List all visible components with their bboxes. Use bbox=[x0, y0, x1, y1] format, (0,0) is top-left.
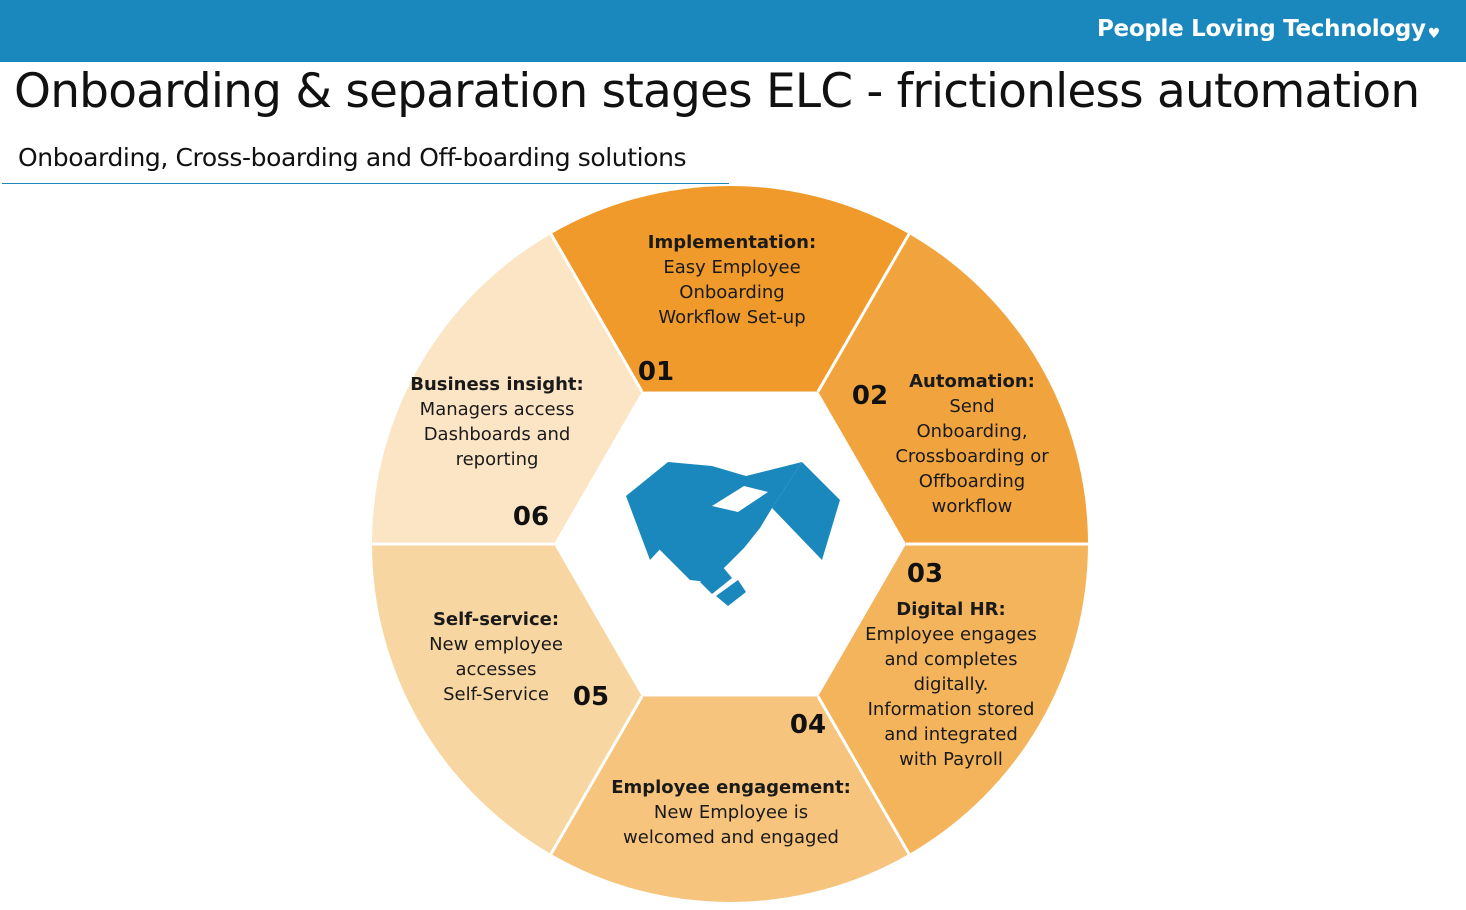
stage-03-heading: Digital HR: bbox=[896, 599, 1005, 620]
stage-01-line: Workflow Set-up bbox=[658, 307, 805, 328]
tagline-text: People Loving Technology bbox=[1096, 16, 1426, 42]
header-bar: People Loving Technology♥ bbox=[0, 0, 1466, 62]
stage-03-line: Employee engages bbox=[865, 624, 1037, 645]
segment-divider bbox=[549, 233, 644, 393]
segment-divider bbox=[549, 695, 644, 855]
stage-03-label: Digital HR: Employee engages and completes… bbox=[865, 559, 1037, 770]
heart-icon: ♥ bbox=[1427, 26, 1441, 42]
segment-03 bbox=[818, 544, 1088, 855]
stage-01-heading: Implementation: bbox=[648, 232, 816, 253]
stage-06-line: Dashboards and bbox=[424, 424, 571, 445]
tagline: People Loving Technology♥ bbox=[1097, 16, 1440, 42]
stage-03-line: and integrated bbox=[884, 724, 1018, 745]
stage-01-number: 01 bbox=[638, 357, 674, 387]
segment-04 bbox=[551, 696, 909, 902]
stage-01-line: Onboarding bbox=[679, 282, 784, 303]
stage-01-line: Easy Employee bbox=[663, 257, 800, 278]
stage-04-number: 04 bbox=[790, 710, 826, 740]
stage-06-number: 06 bbox=[513, 502, 549, 532]
stage-05-heading: Self-service: bbox=[433, 609, 559, 630]
stage-02-heading: Automation: bbox=[909, 371, 1035, 392]
stage-04-line: New Employee is bbox=[654, 802, 808, 823]
stage-03-text: Digital HR: Employee engages and completes… bbox=[865, 599, 1037, 770]
page-title: Onboarding & separation stages ELC - fri… bbox=[14, 64, 1420, 119]
stage-05-number: 05 bbox=[573, 682, 609, 712]
stage-06-line: reporting bbox=[456, 449, 539, 470]
segment-06 bbox=[372, 233, 642, 545]
segment-01 bbox=[551, 185, 909, 392]
stage-04-line: welcomed and engaged bbox=[623, 827, 839, 848]
stage-02-line: workflow bbox=[932, 496, 1013, 517]
stage-06-line: Managers access bbox=[420, 399, 575, 420]
stage-04-label: Employee engagement: New Employee is welco… bbox=[611, 710, 851, 848]
stage-04-text: Employee engagement: New Employee is welco… bbox=[611, 777, 851, 848]
stage-06-heading: Business insight: bbox=[410, 374, 584, 395]
segment-dividers bbox=[372, 233, 1088, 855]
stage-03-line: with Payroll bbox=[899, 749, 1003, 770]
stage-02-number: 02 bbox=[852, 381, 888, 411]
stage-02-line: Crossboarding or bbox=[895, 446, 1049, 467]
stage-02-line: Onboarding, bbox=[916, 421, 1027, 442]
stage-05-line: Self-Service bbox=[443, 684, 549, 705]
stage-05-line: accesses bbox=[455, 659, 536, 680]
stage-03-line: digitally. bbox=[914, 674, 989, 695]
subtitle-divider bbox=[2, 183, 729, 184]
stage-04-heading: Employee engagement: bbox=[611, 777, 851, 798]
segment-divider bbox=[816, 695, 911, 855]
stage-05-line: New employee bbox=[429, 634, 563, 655]
stage-02-line: Send bbox=[949, 396, 994, 417]
segment-05 bbox=[372, 544, 642, 855]
segment-divider bbox=[816, 233, 911, 393]
cycle-segments bbox=[372, 185, 1088, 902]
stage-02-line: Offboarding bbox=[919, 471, 1025, 492]
stage-03-line: and completes bbox=[884, 649, 1017, 670]
handshake-icon bbox=[626, 462, 840, 606]
segment-02 bbox=[818, 233, 1088, 545]
stage-03-number: 03 bbox=[907, 559, 943, 589]
page-subtitle: Onboarding, Cross-boarding and Off-board… bbox=[18, 143, 687, 172]
stage-03-line: Information stored bbox=[868, 699, 1035, 720]
